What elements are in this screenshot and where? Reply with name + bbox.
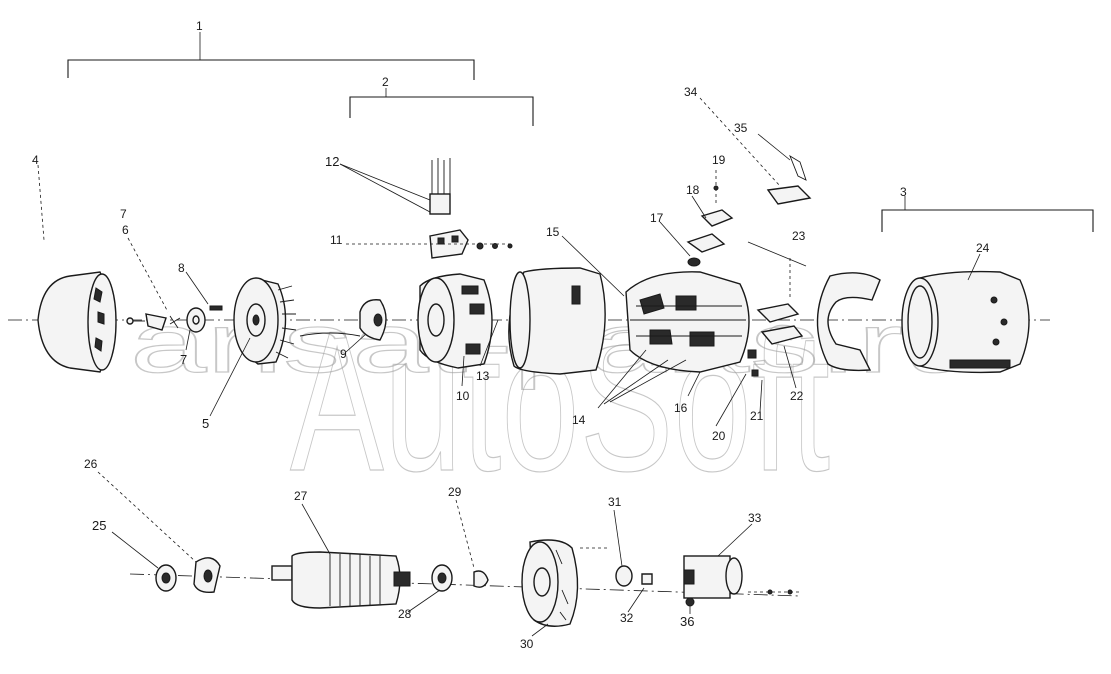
label-32: 32 xyxy=(620,611,634,625)
label-28: 28 xyxy=(398,607,412,621)
label-25: 25 xyxy=(92,518,106,533)
brace-3 xyxy=(881,209,1094,232)
label-11: 11 xyxy=(330,233,343,247)
label-5: 5 xyxy=(202,416,209,431)
label-26: 26 xyxy=(84,457,98,471)
field-frame xyxy=(625,271,750,373)
label-14: 14 xyxy=(572,413,586,427)
fan xyxy=(233,277,297,365)
leader-lines xyxy=(97,97,981,637)
label-7: 7 xyxy=(180,352,187,367)
label-20: 20 xyxy=(712,429,726,443)
label-15: 15 xyxy=(546,225,560,239)
label-24: 24 xyxy=(976,241,990,255)
washer-26 xyxy=(193,557,221,594)
label-35: 35 xyxy=(734,121,748,135)
label-34: 34 xyxy=(684,85,698,99)
label-19: 19 xyxy=(712,153,726,167)
terminal-block xyxy=(686,170,734,267)
drive-end-shield xyxy=(299,273,493,369)
label-33: 33 xyxy=(748,511,762,525)
small-hardware xyxy=(126,305,223,333)
label-16: 16 xyxy=(674,401,688,415)
brush-holder xyxy=(346,229,513,259)
label-8: 8 xyxy=(178,261,185,275)
bearing-25 xyxy=(155,564,177,592)
label-31: 31 xyxy=(608,495,622,509)
label-36: 36 xyxy=(680,614,694,629)
label-7-top: 7 xyxy=(120,207,127,221)
solenoid-switch xyxy=(683,555,800,607)
yoke-housing xyxy=(508,267,606,375)
label-2: 2 xyxy=(382,75,389,89)
commutator-end-shield xyxy=(521,539,579,627)
outer-casing xyxy=(901,270,1030,374)
label-6: 6 xyxy=(122,223,129,237)
label-1: 1 xyxy=(196,19,203,33)
bushing-31 xyxy=(615,565,633,587)
label-13: 13 xyxy=(476,369,490,383)
carbon-brushes xyxy=(429,158,451,215)
label-17: 17 xyxy=(650,211,664,225)
label-12: 12 xyxy=(325,154,339,169)
label-4: 4 xyxy=(32,153,39,167)
label-27: 27 xyxy=(294,489,308,503)
label-21: 21 xyxy=(750,409,764,423)
label-22: 22 xyxy=(790,389,804,403)
nut-32 xyxy=(641,573,653,585)
cover-clip xyxy=(766,154,812,205)
end-cap xyxy=(37,271,117,373)
label-29: 29 xyxy=(448,485,462,499)
snap-ring xyxy=(473,570,489,588)
part-labels: 1 2 3 4 7 6 8 7 5 9 10 11 12 13 14 15 16… xyxy=(32,19,990,651)
pole-shoe-group xyxy=(747,258,804,377)
label-23: 23 xyxy=(792,229,806,243)
brace-2 xyxy=(349,96,534,126)
label-18: 18 xyxy=(686,183,700,197)
bearing-28 xyxy=(431,564,453,592)
label-30: 30 xyxy=(520,637,534,651)
label-10: 10 xyxy=(456,389,470,403)
label-9: 9 xyxy=(340,347,347,361)
label-3: 3 xyxy=(900,185,907,199)
brace-1 xyxy=(67,59,475,80)
split-sleeve xyxy=(816,272,881,372)
armature xyxy=(271,551,411,609)
